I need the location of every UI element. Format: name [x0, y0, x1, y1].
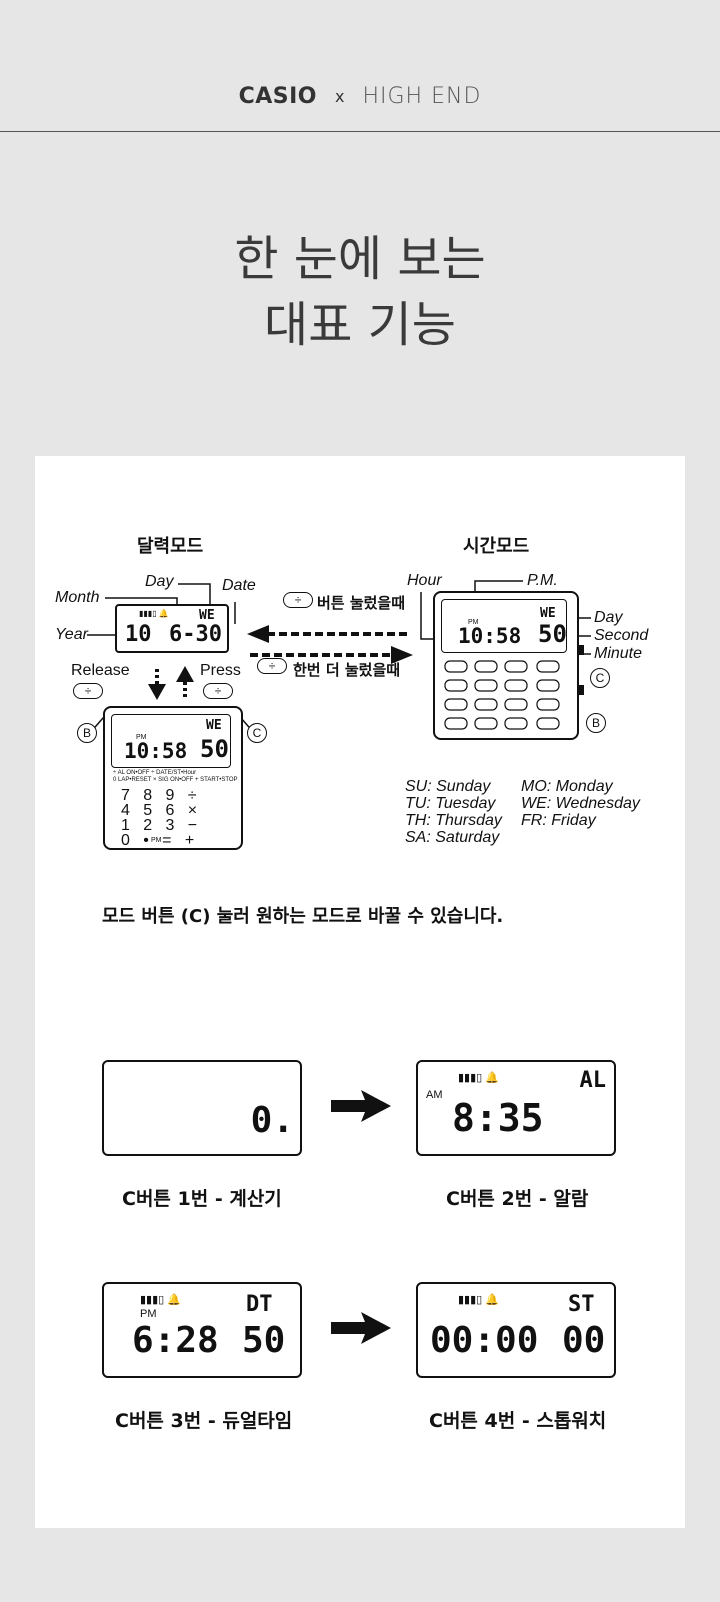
keypad-row: 7 8 9 ÷: [121, 787, 197, 804]
bottom-seconds: 50: [200, 735, 229, 763]
stopwatch-mode-code: ST: [568, 1292, 595, 1317]
label-press: Press: [200, 662, 241, 679]
title-line-2: 대표 기능: [264, 297, 456, 353]
button-b-icon-right: B: [586, 713, 606, 733]
release-divide-icon: ÷: [73, 683, 103, 699]
keypad-row: 0 • = +: [121, 832, 195, 849]
arrow-right-icon: [331, 1312, 391, 1344]
keypad-pm: PM: [151, 837, 162, 844]
divide-key-icon: ÷: [283, 592, 313, 608]
label-second: Second: [594, 627, 649, 644]
calendar-date: 6-30: [169, 622, 222, 647]
day-item: TH: Thursday: [405, 812, 502, 829]
calendar-mode-title: 달력모드: [137, 536, 204, 557]
label-hour: Hour: [407, 572, 442, 589]
day-list-right: MO: Monday WE: Wednesday FR: Friday: [521, 778, 640, 829]
label-day-right: Day: [594, 609, 623, 626]
day-item: MO: Monday: [521, 778, 613, 795]
arrow-top-text: 버튼 눌렀을때: [317, 594, 406, 612]
header: CASIO x HIGH END: [0, 0, 720, 132]
button-c-icon: C: [247, 723, 267, 743]
label-date: Date: [222, 577, 256, 594]
keypad: 7 8 9 ÷ 4 5 6 × 1 2 3 − 0 • = +: [121, 787, 198, 849]
button-b-icon: B: [77, 723, 97, 743]
label-pm: P.M.: [527, 572, 558, 589]
label-year: Year: [55, 626, 88, 643]
page-title: 한 눈에 보는 대표 기능: [0, 226, 720, 358]
calendar-day: WE: [199, 608, 215, 623]
dualtime-display: ▮▮▮▯ 🔔 PM DT 6:28 50: [102, 1282, 302, 1378]
time-day: WE: [540, 606, 556, 621]
dualtime-mode-code: DT: [246, 1292, 273, 1317]
label-minute: Minute: [594, 645, 643, 662]
day-item: WE: Wednesday: [521, 795, 640, 812]
battery-bell-icon: ▮▮▮▯ 🔔: [458, 1072, 499, 1084]
brand-logos: CASIO x HIGH END: [0, 84, 720, 109]
day-item: FR: Friday: [521, 812, 596, 829]
keypad-row: 4 5 6 ×: [121, 802, 198, 819]
title-line-1: 한 눈에 보는: [234, 231, 486, 287]
side-button-b: [579, 685, 584, 695]
time-value: 10:58: [458, 624, 522, 648]
dualtime-time: 6:28: [132, 1320, 219, 1361]
label-month: Month: [55, 589, 100, 606]
collab-x: x: [335, 87, 345, 106]
calculator-display: 0.: [102, 1060, 302, 1156]
divide-key-icon-2: ÷: [257, 658, 287, 674]
alarm-am: AM: [426, 1089, 443, 1101]
time-mode-title: 시간모드: [463, 536, 530, 557]
bottom-time: 10:58: [124, 739, 188, 763]
arrow-right-icon: [331, 1090, 391, 1122]
calendar-month: 10: [125, 622, 152, 647]
keypad-row: 1 2 3 −: [121, 817, 198, 834]
highend-logo: HIGH END: [362, 84, 482, 109]
stopwatch-fraction: 00: [562, 1320, 606, 1361]
bottom-watch-display: PM WE 10:58 50: [111, 714, 231, 768]
battery-bell-icon: ▮▮▮▯ 🔔: [139, 609, 169, 618]
mode-instruction: 모드 버튼 (C) 눌러 원하는 모드로 바꿀 수 있습니다.: [102, 906, 504, 927]
stopwatch-time: 00:00: [430, 1320, 539, 1361]
bottom-legend-2: 0 LAP•RESET × SIG ON•OFF + START•STOP: [113, 777, 238, 783]
button-c-icon-right: C: [590, 668, 610, 688]
mode-caption-1: C버튼 1번 - 계산기: [122, 1188, 282, 1210]
bottom-watch: PM WE 10:58 50 ÷ AL ON•OFF ÷ DATE/ST•Hou…: [103, 706, 243, 850]
arrow-bottom-text: 한번 더 눌렀을때: [293, 661, 401, 679]
calculator-value: 0.: [250, 1100, 294, 1141]
time-display: PM WE 10:58 50: [441, 599, 567, 653]
alarm-display: ▮▮▮▯ 🔔 AM AL 8:35: [416, 1060, 616, 1156]
stopwatch-display: ▮▮▮▯ 🔔 ST 00:00 00: [416, 1282, 616, 1378]
casio-logo: CASIO: [238, 84, 317, 109]
alarm-mode-code: AL: [579, 1068, 607, 1093]
day-item: TU: Tuesday: [405, 795, 496, 812]
side-button-c: [579, 645, 584, 655]
time-mode-watch: PM WE 10:58 50: [433, 591, 584, 740]
dualtime-seconds: 50: [242, 1320, 286, 1361]
battery-bell-icon: ▮▮▮▯ 🔔: [140, 1294, 181, 1306]
calendar-display: ▮▮▮▯ 🔔 WE 10 6-30: [115, 604, 229, 653]
bottom-pm: PM: [136, 734, 147, 741]
mode-caption-2: C버튼 2번 - 알람: [446, 1188, 589, 1210]
feature-card: 달력모드 시간모드 Day Date Month Year ▮▮▮▯ 🔔 WE: [35, 456, 685, 1528]
time-watch-keys: [444, 660, 560, 730]
press-divide-icon: ÷: [203, 683, 233, 699]
dualtime-pm: PM: [140, 1308, 157, 1320]
label-day: Day: [145, 573, 174, 590]
time-pm: PM: [468, 619, 479, 626]
day-list-left: SU: Sunday TU: Tuesday TH: Thursday SA: …: [405, 778, 502, 846]
battery-bell-icon: ▮▮▮▯ 🔔: [458, 1294, 499, 1306]
alarm-time: 8:35: [452, 1096, 544, 1140]
mode-caption-4: C버튼 4번 - 스톱워치: [429, 1410, 607, 1432]
day-item: SU: Sunday: [405, 778, 491, 795]
bottom-day: WE: [206, 718, 222, 733]
day-item: SA: Saturday: [405, 829, 500, 846]
time-seconds: 50: [538, 620, 567, 648]
bottom-legend-1: ÷ AL ON•OFF ÷ DATE/ST•Hour: [113, 770, 197, 776]
label-release: Release: [71, 662, 130, 679]
mode-caption-3: C버튼 3번 - 듀얼타임: [115, 1410, 293, 1432]
